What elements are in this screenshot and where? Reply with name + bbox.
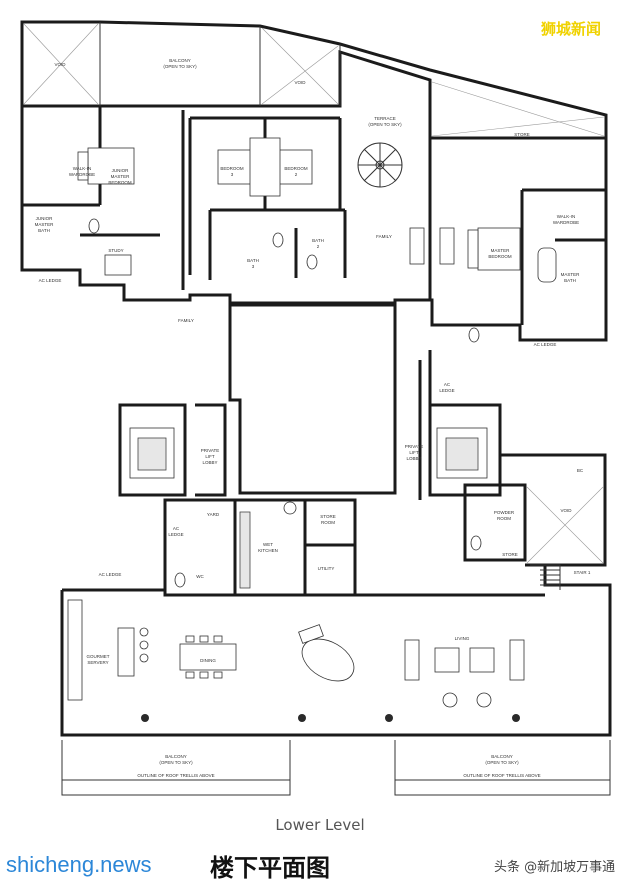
- label-balcony-right: BALCONY: [491, 754, 513, 759]
- label-balcony-left-sub: (OPEN TO SKY): [159, 760, 193, 765]
- room-labels: VOID BALCONY (OPEN TO SKY) VOID TERRACE …: [35, 58, 591, 778]
- courtyard: [228, 303, 397, 495]
- label-bedroom-2: BEDROOM: [284, 166, 308, 171]
- label-bc: BC: [577, 468, 584, 473]
- label-private-lift-right: PRIVATE: [405, 444, 424, 449]
- label-gourmet-2: SERVERY: [87, 660, 108, 665]
- label-private-lift-left-3: LOBBY: [202, 460, 217, 465]
- living-wing: [60, 565, 612, 796]
- label-ac-ledge-mid: AC: [444, 382, 451, 387]
- label-walkin-right: WALK-IN: [557, 214, 576, 219]
- furniture: [67, 137, 557, 708]
- label-balcony-right-sub: (OPEN TO SKY): [485, 760, 519, 765]
- label-living: LIVING: [455, 636, 470, 641]
- label-master-bedroom: MASTER: [491, 248, 511, 253]
- label-master-bath-2: BATH: [564, 278, 576, 283]
- label-ac-ledge-right: AC LEDGE: [534, 342, 557, 347]
- label-family-top: FAMILY: [376, 234, 392, 239]
- lifts: [129, 427, 488, 479]
- label-powder-room: POWDER: [494, 510, 515, 515]
- label-junior-bedroom-2: MASTER: [111, 174, 131, 179]
- middle-walls: [118, 350, 607, 597]
- label-dining: DINING: [200, 658, 216, 663]
- label-junior-bath: JUNIOR: [36, 216, 54, 221]
- label-utility: UTILITY: [318, 566, 335, 571]
- label-bath-3-num: 3: [252, 264, 255, 269]
- label-master-bath: MASTER: [561, 272, 581, 277]
- label-ac-ledge-yard: AC: [173, 526, 180, 531]
- label-void-1: VOID: [54, 62, 66, 67]
- label-powder-room-2: ROOM: [497, 516, 511, 521]
- label-ac-ledge-mid-2: LEDGE: [439, 388, 454, 393]
- label-master-bedroom-2: BEDROOM: [488, 254, 512, 259]
- label-store-top: STORE: [514, 132, 529, 137]
- floor-title: 楼下平面图: [210, 854, 330, 882]
- label-wc: WC: [196, 574, 204, 579]
- label-store-room-2: ROOM: [321, 520, 335, 525]
- label-family-left: FAMILY: [178, 318, 194, 323]
- label-trellis-right: OUTLINE OF ROOF TRELLIS ABOVE: [463, 773, 540, 778]
- label-void-3: VOID: [560, 508, 572, 513]
- label-junior-bedroom: JUNIOR: [112, 168, 130, 173]
- label-gourmet: GOURMET: [87, 654, 110, 659]
- label-ac-ledge-yard-2: LEDGE: [168, 532, 183, 537]
- watermark-logo: 狮城新闻: [541, 20, 602, 38]
- label-bedroom-3: BEDROOM: [220, 166, 244, 171]
- floor-caption: Lower Level: [275, 816, 365, 834]
- label-wet-kitchen: WET: [263, 542, 273, 547]
- label-bath-2: BATH: [312, 238, 324, 243]
- label-walkin-left: WALK-IN: [73, 166, 92, 171]
- site-url: shicheng.news: [6, 852, 152, 877]
- label-ac-ledge-lower: AC LEDGE: [99, 572, 122, 577]
- label-void-2: VOID: [294, 80, 306, 85]
- label-store-small: STORE: [502, 552, 517, 557]
- label-store-room: STORE: [320, 514, 335, 519]
- label-terrace: TERRACE: [374, 116, 396, 121]
- source-credit: 头条 @新加坡万事通: [494, 860, 616, 875]
- label-private-lift-left-2: LIFT: [205, 454, 215, 459]
- label-walkin-left-sub: WARDROBE: [69, 172, 95, 177]
- label-junior-bedroom-3: BEDROOM: [108, 180, 132, 185]
- label-private-lift-right-2: LIFT: [409, 450, 419, 455]
- label-study: STUDY: [108, 248, 123, 253]
- label-private-lift-right-3: LOBBY: [406, 456, 421, 461]
- label-bedroom-2-num: 2: [295, 172, 298, 177]
- label-balcony-left: BALCONY: [165, 754, 187, 759]
- label-bath-3: BATH: [247, 258, 259, 263]
- label-walkin-right-sub: WARDROBE: [553, 220, 579, 225]
- label-trellis-left: OUTLINE OF ROOF TRELLIS ABOVE: [137, 773, 214, 778]
- spiral-stair: [357, 142, 403, 188]
- label-junior-bath-2: MASTER: [35, 222, 55, 227]
- label-ac-ledge-left: AC LEDGE: [39, 278, 62, 283]
- label-terrace-sub: (OPEN TO SKY): [368, 122, 402, 127]
- label-yard: YARD: [207, 512, 220, 517]
- stair-1: [530, 564, 561, 590]
- top-band: [20, 20, 608, 140]
- label-wet-kitchen-2: KITCHEN: [258, 548, 278, 553]
- label-private-lift-left: PRIVATE: [201, 448, 220, 453]
- label-balcony-top: BALCONY: [169, 58, 191, 63]
- label-balcony-top-sub: (OPEN TO SKY): [163, 64, 197, 69]
- label-stair: STAIR 1: [574, 570, 591, 575]
- upper-wing-walls: [20, 106, 608, 342]
- label-bath-2-num: 2: [317, 244, 320, 249]
- label-junior-bath-3: BATH: [38, 228, 50, 233]
- label-bedroom-3-num: 3: [231, 172, 234, 177]
